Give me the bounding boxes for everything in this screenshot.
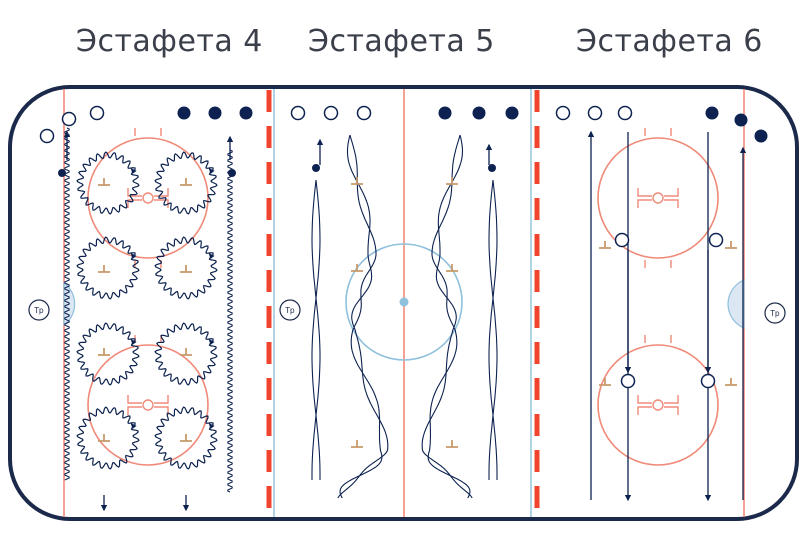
cone-icon <box>98 348 110 356</box>
cone-icon <box>446 177 458 185</box>
gear-path <box>76 322 140 386</box>
cone-icon <box>599 241 611 249</box>
faceoff-circle-bottom-left <box>87 335 209 466</box>
cone-icon <box>180 265 192 273</box>
coach-icon: Тр <box>279 299 301 321</box>
player-dark-icon <box>472 106 486 120</box>
puck-icon <box>58 169 66 177</box>
relay-4-title: Эстафета 4 <box>76 24 263 59</box>
arrow-icon <box>130 252 137 259</box>
relay-5-title: Эстафета 5 <box>308 24 495 59</box>
player-dark-icon <box>505 106 519 120</box>
cone-icon <box>351 264 363 272</box>
player-light-icon <box>356 105 372 121</box>
player-light-icon <box>61 111 77 127</box>
wavy-path <box>227 149 233 493</box>
arrow-icon <box>130 422 137 429</box>
braid-path <box>427 134 471 499</box>
player-light-icon <box>290 105 306 121</box>
arrow-icon <box>208 167 215 174</box>
gear-path <box>76 406 140 470</box>
player-light-icon <box>39 128 55 144</box>
player-light-icon <box>89 105 105 121</box>
player-dark-icon <box>705 106 719 120</box>
player-light-icon <box>620 373 636 389</box>
cone-icon <box>351 177 363 185</box>
cone-icon <box>180 348 192 356</box>
player-light-icon <box>587 105 603 121</box>
faceoff-circle-top-right <box>597 128 719 268</box>
gear-path <box>154 236 218 300</box>
center-dot <box>399 297 409 307</box>
cone-icon <box>98 178 110 186</box>
gear-path <box>76 151 140 215</box>
cone-icon <box>180 178 192 186</box>
arrow-icon <box>130 167 137 174</box>
cone-icon <box>98 434 110 442</box>
cone-icon <box>446 440 458 448</box>
gear-path <box>154 151 218 215</box>
svg-text:Тр: Тр <box>284 306 295 315</box>
gear-path <box>154 406 218 470</box>
player-dark-icon <box>754 129 768 143</box>
cone-icon <box>446 264 458 272</box>
player-dark-icon <box>208 106 222 120</box>
player-light-icon <box>555 105 571 121</box>
cone-icon <box>725 378 737 386</box>
player-dark-icon <box>438 106 452 120</box>
braid-path <box>337 134 389 499</box>
puck-icon <box>488 164 496 172</box>
arrow-icon <box>208 338 215 345</box>
coach-icon: Тр <box>28 299 50 321</box>
center-circle <box>345 243 463 361</box>
cone-icon <box>351 440 363 448</box>
braid-path <box>488 179 498 480</box>
wavy-path <box>64 127 70 481</box>
goal-crease-right <box>727 279 745 329</box>
arrow-icon <box>208 422 215 429</box>
player-light-icon <box>323 105 339 121</box>
drill-paths <box>39 105 768 512</box>
braid-path <box>488 179 498 480</box>
cone-icon <box>98 265 110 273</box>
gear-path <box>76 236 140 300</box>
braid-path <box>311 179 321 480</box>
arrow-icon <box>130 338 137 345</box>
player-dark-icon <box>734 113 748 127</box>
cone-icon <box>180 434 192 442</box>
puck-icon <box>312 164 320 172</box>
player-dark-icon <box>239 106 253 120</box>
relay-6-title: Эстафета 6 <box>576 24 763 59</box>
player-light-icon <box>614 232 630 248</box>
braid-path <box>339 134 383 499</box>
braid-path <box>311 179 321 480</box>
player-light-icon <box>617 105 633 121</box>
puck-icon <box>228 169 236 177</box>
svg-text:Тр: Тр <box>769 309 780 318</box>
cone-icon <box>599 378 611 386</box>
gear-path <box>154 322 218 386</box>
player-light-icon <box>700 373 716 389</box>
faceoff-circle-bottom-right <box>597 335 719 466</box>
coach-icon: Тр <box>764 302 786 324</box>
cone-icon <box>725 241 737 249</box>
arrow-icon <box>208 252 215 259</box>
player-dark-icon <box>177 106 191 120</box>
braid-path <box>421 134 473 499</box>
player-light-icon <box>708 232 724 248</box>
svg-text:Тр: Тр <box>33 306 44 315</box>
